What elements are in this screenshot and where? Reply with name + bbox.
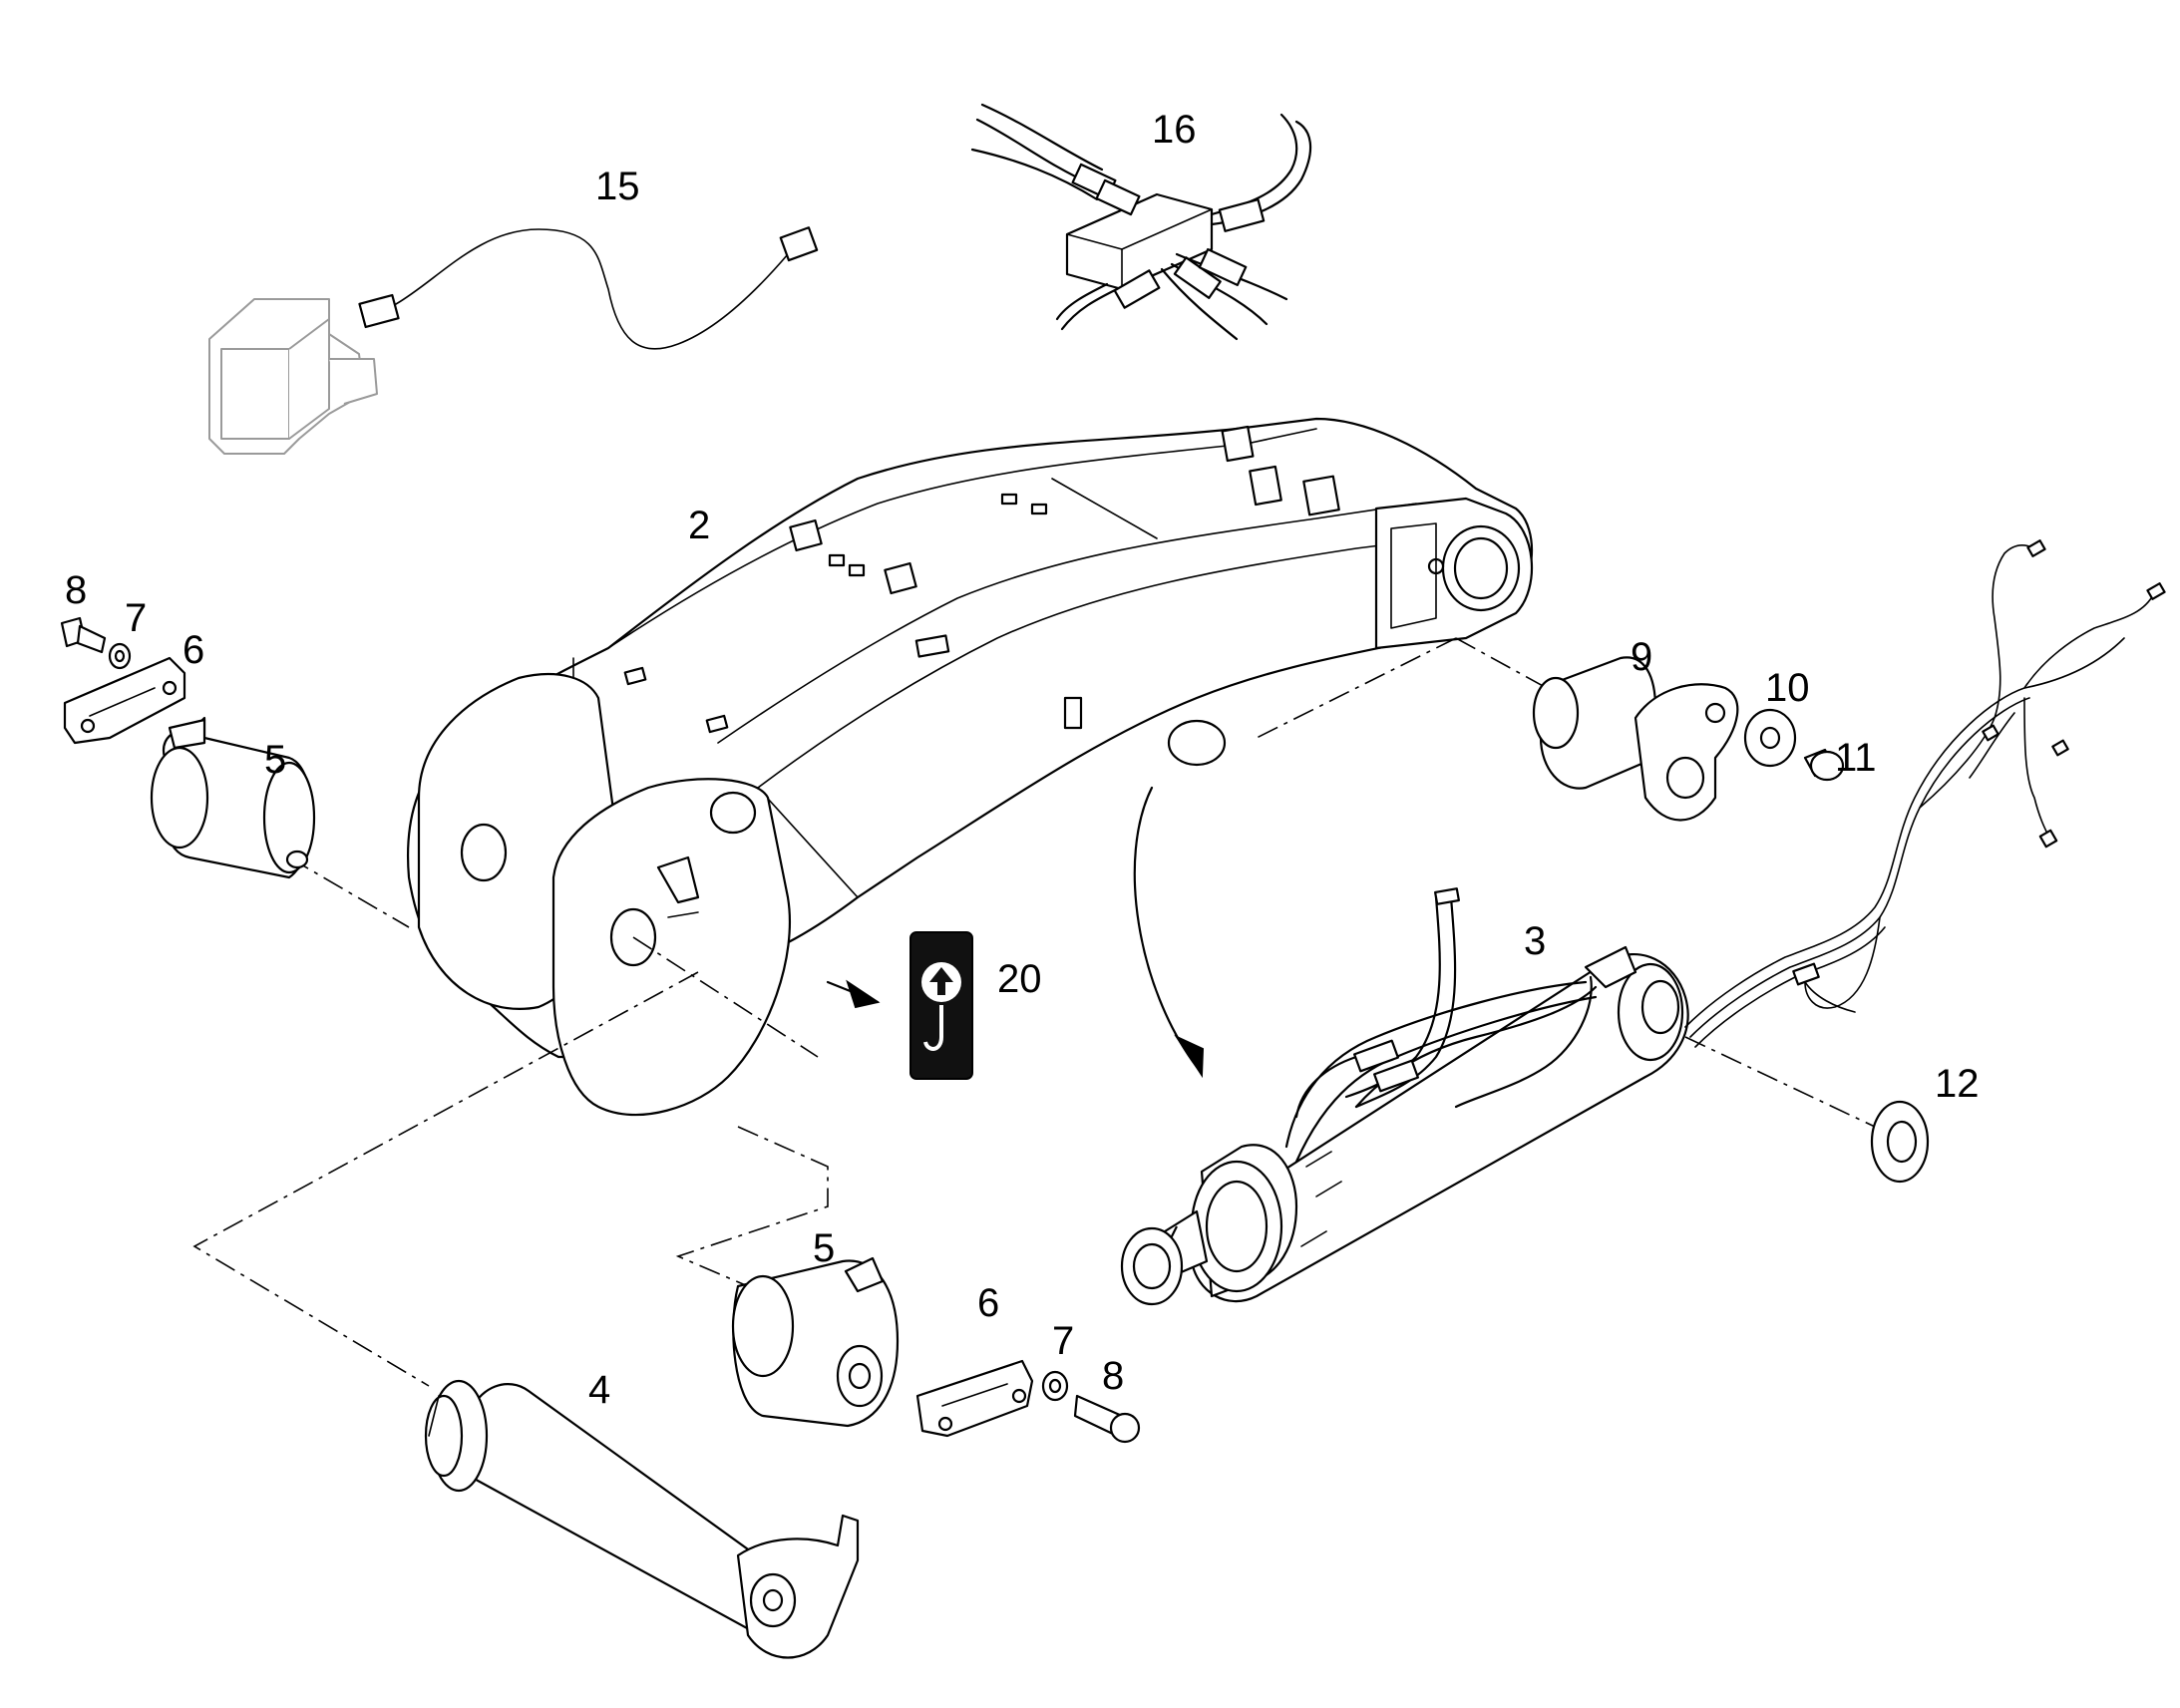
part-5-pin-lower <box>731 1256 900 1428</box>
callout-16: 16 <box>1152 108 1197 152</box>
callout-7-upper: 7 <box>125 596 147 640</box>
callout-15: 15 <box>595 165 640 208</box>
assembly-guide-lines <box>192 637 1876 1387</box>
part-3-wiring-harness <box>1684 539 2166 1048</box>
part-12-washer <box>1870 1100 1930 1184</box>
callout-2: 2 <box>688 504 710 547</box>
part-11-bolt <box>1803 748 1845 782</box>
callout-7-lower: 7 <box>1052 1319 1074 1363</box>
part-7-washer-lower <box>1041 1370 1069 1402</box>
part-7-washer-upper <box>108 642 132 670</box>
callout-6-lower: 6 <box>977 1281 999 1325</box>
callout-labels: 2 3 4 5 5 6 6 7 7 8 8 9 10 11 12 15 16 2… <box>65 108 1980 1412</box>
part-6-retainer-lower <box>915 1359 1034 1438</box>
part-6-retainer-upper <box>63 656 186 745</box>
callout-10: 10 <box>1765 666 1810 710</box>
lifting-hook-icon <box>921 962 961 1051</box>
callout-6-upper: 6 <box>182 628 204 672</box>
part-5-pin-upper <box>150 716 316 879</box>
part-8-bolt-lower <box>1073 1394 1141 1444</box>
callout-20: 20 <box>997 957 1042 1001</box>
part-3-hydraulic-cylinder <box>1120 887 1689 1306</box>
callout-5-lower: 5 <box>813 1226 835 1270</box>
callout-5-upper: 5 <box>264 738 286 782</box>
part-20-lifting-decal <box>909 931 973 1080</box>
callout-8-upper: 8 <box>65 568 87 612</box>
direction-arrows <box>826 786 1205 1079</box>
callout-3: 3 <box>1524 919 1546 963</box>
part-8-bolt-upper <box>60 616 107 654</box>
callout-12: 12 <box>1935 1062 1980 1106</box>
callout-4: 4 <box>588 1368 610 1412</box>
callout-8-lower: 8 <box>1102 1354 1124 1398</box>
part-4-long-pin <box>424 1379 860 1659</box>
callout-9: 9 <box>1631 635 1652 679</box>
part-16-valve-block <box>970 103 1312 341</box>
part-10-washer <box>1743 708 1797 768</box>
callout-11: 11 <box>1835 736 1877 780</box>
part-2-boom <box>406 417 1534 1117</box>
part-15-sensor-cable <box>208 226 819 455</box>
part-9-pin <box>1532 656 1739 822</box>
